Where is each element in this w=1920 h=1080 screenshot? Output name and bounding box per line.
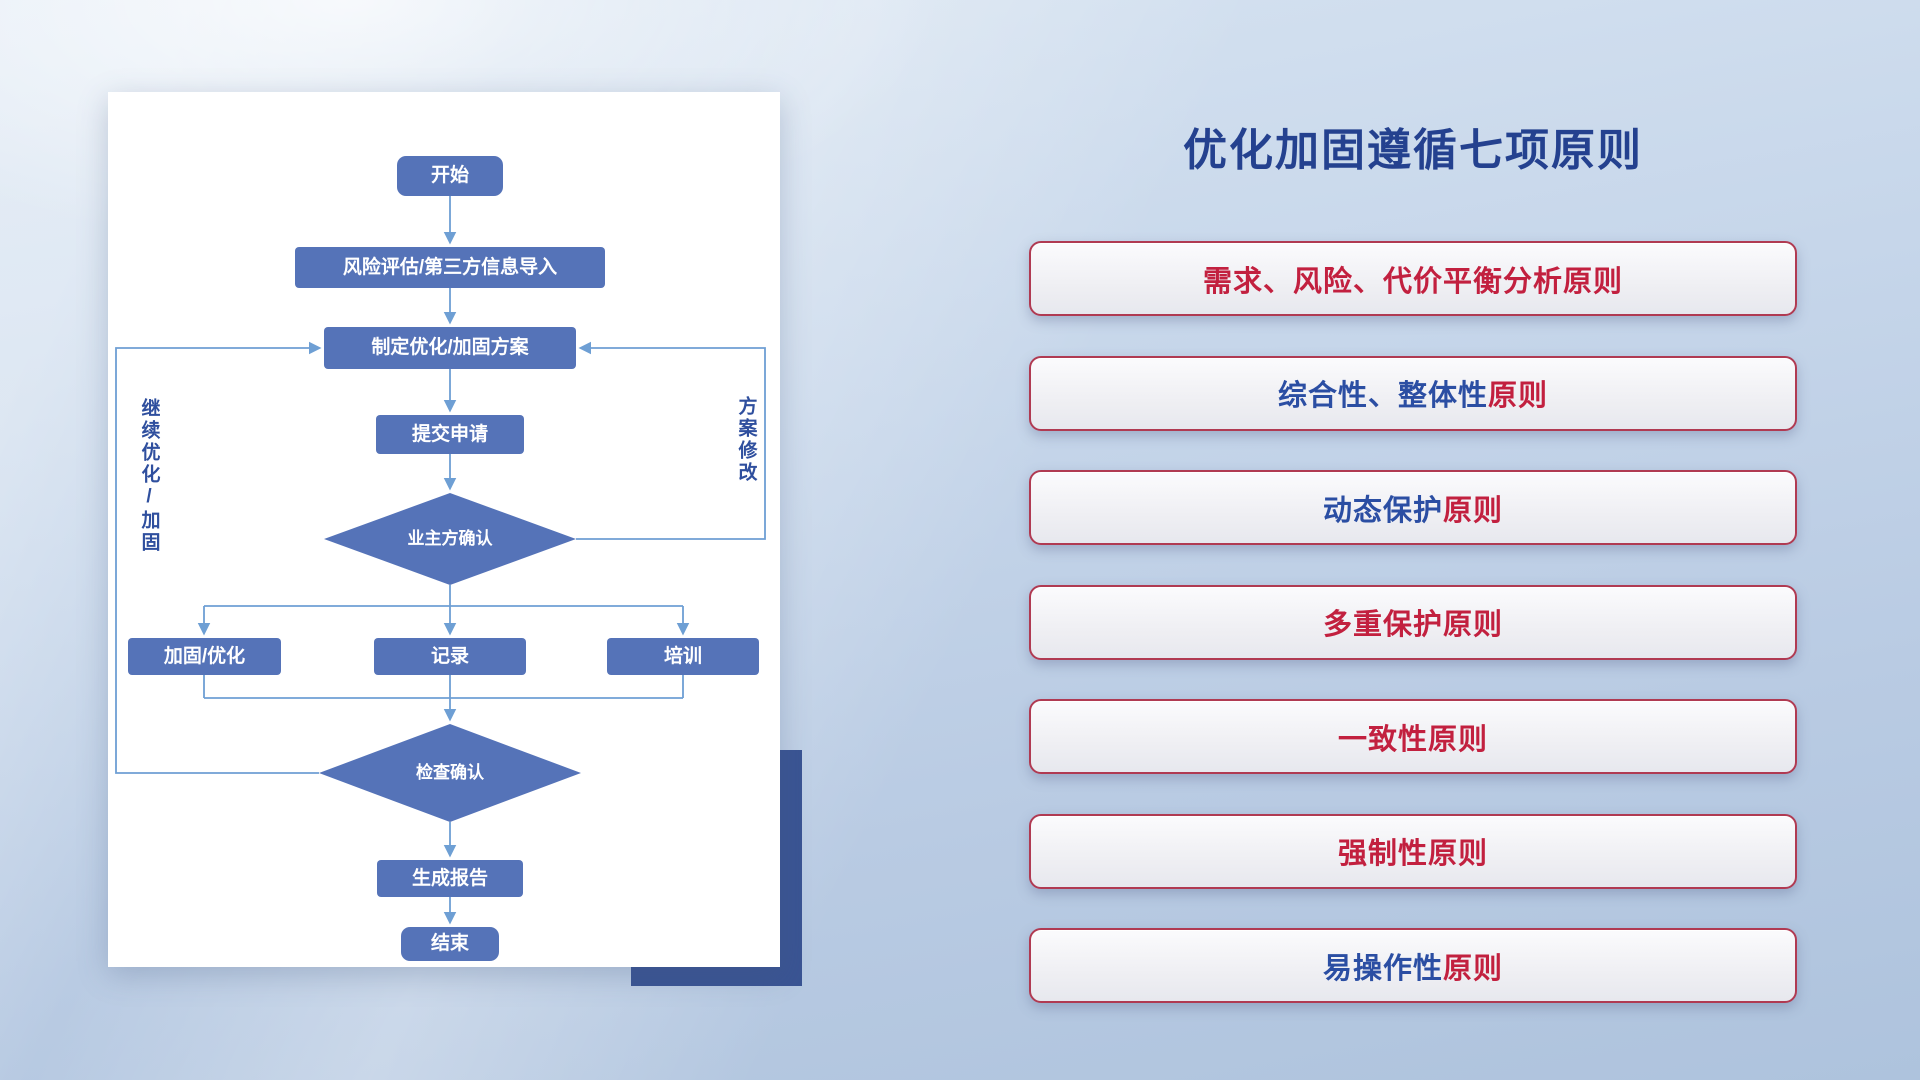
left-loop-label: 继续优化/加固 xyxy=(138,398,160,554)
principle-text: 原则 xyxy=(1488,380,1549,412)
principle-box: 一致性原则 xyxy=(1029,699,1797,774)
flow-node-risk-assessment: 风险评估/第三方信息导入 xyxy=(295,247,605,288)
principle-box: 动态保护原则 xyxy=(1029,470,1797,545)
flow-node-reinforce-optimize: 加固/优化 xyxy=(128,638,281,675)
flow-node-submit-application: 提交申请 xyxy=(376,415,524,454)
principle-box: 易操作性原则 xyxy=(1029,928,1797,1003)
principle-box: 强制性原则 xyxy=(1029,813,1797,889)
principle-text: 动态保护 xyxy=(1322,494,1443,527)
principle-text: 强制性原则 xyxy=(1337,838,1488,870)
principle-box: 多重保护原则 xyxy=(1029,584,1797,660)
flow-node-training: 培训 xyxy=(607,638,759,675)
right-loop-label: 方案修改 xyxy=(735,396,757,484)
principle-text: 易操作性 xyxy=(1322,952,1443,985)
page-title: 优化加固遵循七项原则 xyxy=(1183,126,1643,175)
principle-text: 多重保护原则 xyxy=(1322,609,1503,641)
principle-box: 综合性、整体性原则 xyxy=(1029,355,1797,431)
principle-text: 一致性原则 xyxy=(1337,723,1488,756)
principle-text: 综合性、整体性 xyxy=(1277,380,1488,412)
flow-node-start: 开始 xyxy=(397,156,503,196)
flow-node-record: 记录 xyxy=(374,638,526,675)
principles-list: 需求、风险、代价平衡分析原则综合性、整体性原则动态保护原则多重保护原则一致性原则… xyxy=(1029,241,1797,1003)
principle-box: 需求、风险、代价平衡分析原则 xyxy=(1029,241,1797,316)
flow-node-make-plan: 制定优化/加固方案 xyxy=(324,327,576,369)
flow-node-end: 结束 xyxy=(401,927,499,961)
principle-text: 原则 xyxy=(1443,952,1504,985)
principle-text: 需求、风险、代价平衡分析原则 xyxy=(1202,265,1623,298)
principle-text: 原则 xyxy=(1443,494,1504,527)
flow-node-generate-report: 生成报告 xyxy=(377,860,523,897)
